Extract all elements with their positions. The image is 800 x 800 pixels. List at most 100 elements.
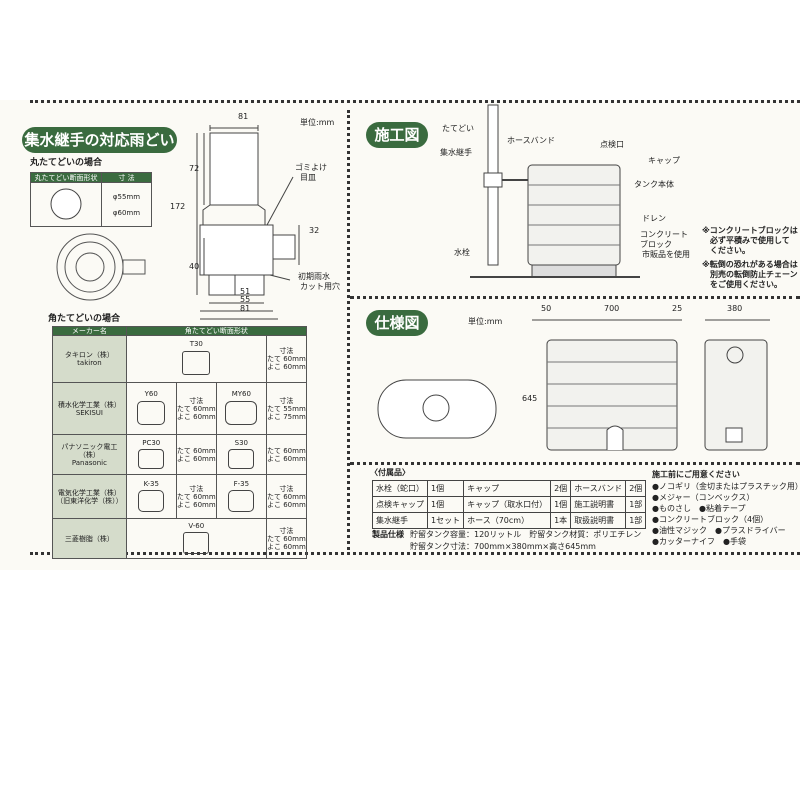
accessory-row: 水栓（蛇口） 1個 キャップ 2個 ホースバンド 2個 [372,480,647,497]
fitting-note-cut-hole: カット用穴 [300,282,340,291]
acc-r0-c5: 2個 [625,480,647,497]
cell-v60: V-60 [125,518,267,559]
accessories-table: 水栓（蛇口） 1個 キャップ 2個 ホースバンド 2個 点検キャップ 1個 キャ… [372,480,647,529]
shape-k35 [138,489,165,512]
maker-panasonic: パナソニック電工（株）Panasonic [52,434,127,475]
acc-r1-c2: キャップ（取水口付） [463,496,552,513]
acc-r1-c5: 1部 [625,496,647,513]
acc-r1-c3: 1個 [550,496,572,513]
install-label-concrete: コンクリート [640,230,688,239]
spec-front-view [532,319,682,451]
cell-t30: T30 [125,335,267,383]
acc-r0-c0: 水栓（蛇口） [372,480,428,497]
install-note-2: 必ず平積みで使用して [710,236,790,245]
left-unit-label: 単位:mm [300,118,335,127]
spec-dim-645: 645 [522,394,538,403]
round-gutter-table: 丸たてどい断面形状 寸 法 φ55mm φ60mm [30,172,152,227]
spec-dim-380: 380 [727,304,743,313]
spec-top-view [377,379,497,439]
fitting-top-view [56,233,146,301]
install-diagram [470,104,640,278]
shape-y60 [137,400,166,425]
col-shape: 角たてどい断面形状 [125,326,308,336]
fitting-diagram [196,125,300,320]
maker-sekisui: 積水化学工業（株）SEKISUI [52,382,127,435]
round-shape [50,188,82,219]
acc-r1-c4: 施工説明書 [570,496,627,513]
spec-side-view [704,319,770,451]
round-col-size: 寸 法 [101,172,152,183]
tool-item: ●ノコギリ（金切またはプラスチック用） [652,482,800,491]
install-note-5: 別売の転倒防止チェーン [710,270,798,279]
install-label-hose-band: ホースバンド [507,136,555,145]
fitting-dim-top-81: 81 [238,112,249,121]
shape-f35 [228,489,255,512]
shape-v60 [183,531,210,554]
fitting-note-first-flush: 初期雨水 [298,272,330,281]
install-label-tank: タンク本体 [634,180,674,189]
shape-s30 [228,448,255,469]
round-shape-cell [30,182,102,227]
spec-dim-25: 25 [672,304,683,313]
shape-t30 [182,351,211,375]
shape-pc30 [138,448,165,469]
fitting-note-strainer: ゴミよけ [295,163,327,172]
acc-r2-c3: 1本 [550,512,572,529]
cell-f35: F-35 [215,474,267,519]
tool-item: ●油性マジック ●プラスドライバー [652,526,786,535]
install-label-drain: ドレン [642,214,666,223]
install-label-faucet: 水栓 [454,248,470,257]
install-label-commercial: 市販品を使用 [642,250,690,259]
col-maker: メーカー名 [52,326,127,336]
fitting-dim-40: 40 [189,262,200,271]
acc-r0-c2: キャップ [463,480,552,497]
fitting-dim-72: 72 [189,164,200,173]
cell-k35: K-35 [125,474,177,519]
fitting-dim-32: 32 [309,226,320,235]
acc-r2-c0: 集水継手 [372,512,428,529]
fitting-dim-55: 55 [240,295,251,304]
round-size-60: φ60mm [112,208,141,217]
round-size-55: φ55mm [112,192,141,201]
top-dotted-border [30,100,800,103]
accessory-row: 集水継手 1セット ホース（70cm） 1本 取扱説明書 1部 [372,512,647,529]
instruction-sheet: 集水継手の対応雨どい 単位:mm 81 72 172 32 40 51 55 8… [0,100,800,570]
install-label-fitting: 集水継手 [440,148,472,157]
spec-section-title: 仕様図 [366,310,428,336]
tool-item: ●メジャー（コンベックス） [652,493,755,502]
center-dotted-divider [347,110,350,550]
round-size-cell: φ55mm φ60mm [101,182,152,227]
acc-r2-c5: 1部 [625,512,647,529]
shape-my60 [225,400,258,425]
square-gutter-title: 角たてどいの場合 [48,314,121,324]
bottom-dotted-border [30,552,800,555]
fitting-note-mesh: 目皿 [300,173,316,182]
spec-dim-50: 50 [541,304,552,313]
round-col-shape: 丸たてどい断面形状 [30,172,102,183]
product-spec-line1: 貯留タンク容量：120リットル 貯留タンク材質：ポリエチレン [410,530,642,539]
cell-my60: MY60 [215,382,267,435]
accessories-title: 〈付属品〉 [370,468,410,477]
tool-item: ●ものさし ●粘着テープ [652,504,746,513]
maker-mitsubishi: 三菱樹脂（株） [52,518,127,559]
acc-r2-c1: 1セット [426,512,465,529]
left-section-title: 集水継手の対応雨どい [22,127,177,153]
product-spec-line2: 貯留タンク寸法：700mm×380mm×高さ645mm [410,542,596,551]
acc-r1-c1: 1個 [426,496,465,513]
right-dotted-divider [350,296,800,299]
acc-r2-c2: ホース（70cm） [463,512,552,529]
install-note-1: ※コンクリートブロックは [702,226,798,235]
fitting-dim-bottom-81: 81 [240,304,251,313]
cell-s30: S30 [215,434,267,475]
install-note-4: ※転倒の恐れがある場合は [702,260,798,269]
accessory-row: 点検キャップ 1個 キャップ（取水口付） 1個 施工説明書 1部 [372,496,647,513]
acc-r1-c0: 点検キャップ [372,496,428,513]
fitting-dim-172: 172 [170,202,186,211]
